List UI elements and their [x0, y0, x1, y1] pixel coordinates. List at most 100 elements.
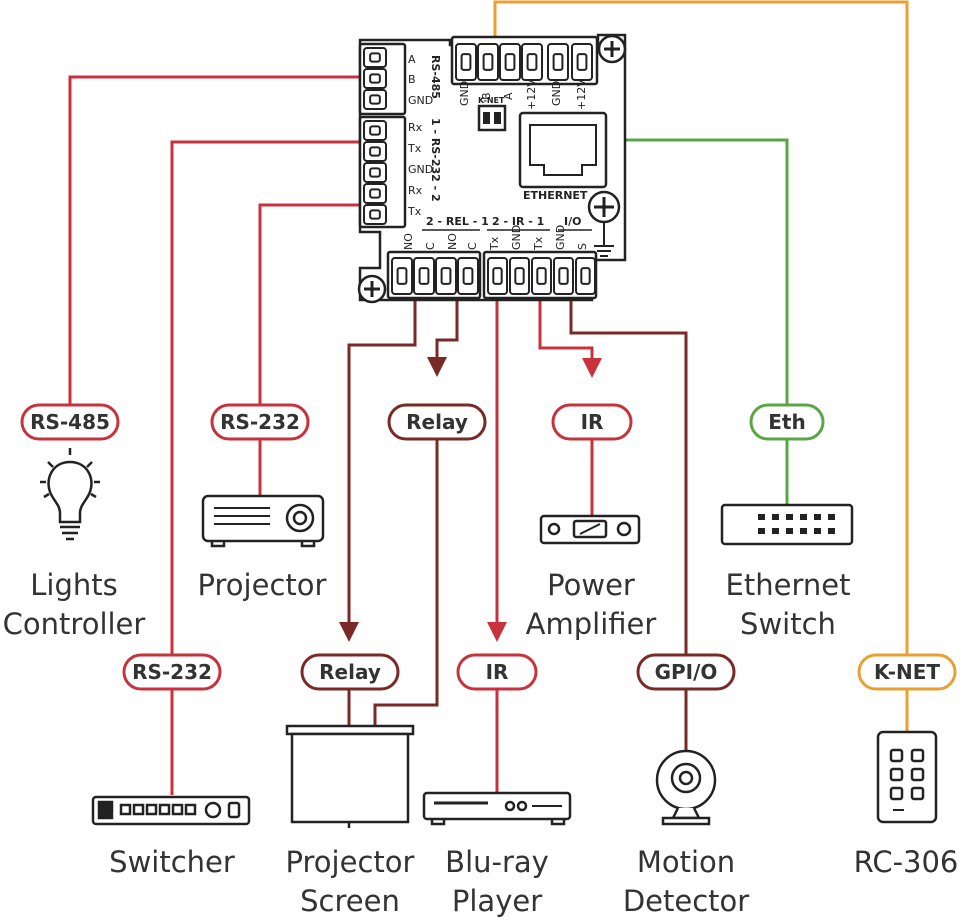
tag-label: Eth — [768, 410, 805, 434]
tag-ir-top: IR — [551, 403, 633, 441]
projector-icon — [201, 494, 325, 548]
terminal-cell — [547, 43, 569, 81]
tag-rs232-switcher: RS-232 — [122, 653, 222, 691]
pin-label: B — [480, 92, 493, 100]
pin-label: C — [424, 242, 437, 250]
terminal-cell — [531, 257, 552, 295]
arrowheads — [339, 357, 602, 642]
bluray-player-label-line1: Blu-ray — [445, 845, 549, 879]
terminal-cell — [363, 183, 387, 204]
tag-ir-bottom: IR — [456, 653, 538, 691]
pin-label: NO — [402, 233, 415, 250]
terminal-cell — [521, 43, 543, 81]
pin-label: Tx — [488, 236, 501, 251]
power-amplifier-icon — [539, 514, 641, 545]
light-bulb-icon — [40, 448, 100, 541]
rs485-label: RS-485 — [429, 55, 442, 99]
lights-controller-label-line1: Lights — [30, 568, 117, 602]
tag-pill — [636, 653, 736, 691]
tag-relay-top: Relay — [387, 403, 487, 441]
pin-label: Tx — [407, 142, 422, 155]
pin-label: A — [408, 53, 416, 66]
projector-label: Projector — [198, 568, 327, 602]
terminal-cell — [363, 89, 387, 110]
lights-controller-label-line2: Controller — [3, 607, 146, 641]
rc306-label: RC-306 — [854, 845, 959, 879]
projector-screen-icon — [285, 724, 415, 828]
tag-label: K-NET — [874, 660, 940, 684]
wire-rs485 — [68, 75, 360, 405]
pin-label: Rx — [408, 184, 423, 197]
tag-pill — [551, 403, 633, 441]
tag-pill — [300, 653, 400, 691]
io-group-label: I/O — [564, 215, 581, 228]
arrow-ir-amp — [582, 358, 602, 378]
tag-label: IR — [581, 410, 604, 434]
top-pin-labels: GND B A +12V GND +12V — [458, 79, 588, 110]
pin-label: Tx — [407, 205, 422, 218]
tag-label: RS-232 — [220, 410, 300, 434]
pin-label: C — [466, 242, 479, 250]
wire-relay-top — [435, 295, 459, 360]
terminal-cell — [575, 257, 596, 295]
ground-symbol — [594, 222, 614, 257]
knet-jumper — [477, 104, 507, 132]
wire-relay-top-down — [373, 440, 439, 728]
tag-pill — [20, 403, 120, 441]
tag-pill — [122, 653, 222, 691]
relay-group-label: 2 - REL - 1 — [426, 215, 489, 228]
ethernet-switch-icon — [720, 503, 854, 546]
tag-label: Relay — [319, 660, 381, 684]
terminal-cell — [571, 43, 593, 81]
power-amplifier-label-line1: Power — [547, 568, 635, 602]
tag-pill — [387, 403, 487, 441]
pin-label: GND — [550, 81, 563, 106]
ethernet-label: ETHERNET — [523, 189, 588, 202]
ethernet-switch-label-line2: Switch — [740, 607, 836, 641]
wire-knet — [493, 0, 909, 732]
arrow-relay-top — [427, 357, 447, 377]
wire-ir-amp — [538, 295, 594, 362]
tag-knet: K-NET — [857, 653, 957, 691]
rc306-keypad-icon — [876, 730, 938, 824]
knet-pin-label: K-NET — [478, 96, 505, 105]
power-amplifier-label-line2: Amplifier — [526, 607, 657, 641]
pin-label: GND — [408, 163, 433, 176]
bottom-group-labels: 2 - REL - 1 2 - IR - 1 I/O — [426, 215, 581, 228]
terminal-cell — [553, 257, 574, 295]
terminal-cell — [455, 43, 477, 81]
pin-label: GND — [408, 94, 433, 107]
wire-rs232-projector — [258, 203, 360, 495]
terminal-cell — [499, 43, 521, 81]
switcher-icon — [91, 795, 251, 826]
tag-label: Relay — [406, 410, 468, 434]
tag-label: RS-232 — [132, 660, 212, 684]
terminal-cell — [363, 162, 387, 183]
terminal-cell — [391, 257, 413, 295]
terminal-cell — [435, 257, 457, 295]
pin-label: S — [576, 243, 589, 250]
terminal-cell — [363, 120, 387, 141]
terminal-cell — [509, 257, 530, 295]
pin-label: A — [502, 92, 515, 100]
terminal-cell — [363, 68, 387, 89]
terminal-cells — [363, 43, 596, 295]
pin-label: +12V — [525, 79, 538, 110]
device-icons — [40, 448, 938, 828]
bluray-player-icon — [422, 791, 572, 826]
rs485-pin-labels: A B GND Rx Tx GND Rx Tx — [407, 53, 433, 218]
ethernet-switch-label-line1: Ethernet — [726, 568, 851, 602]
terminal-cell — [477, 43, 499, 81]
arrow-relay-screen — [339, 622, 359, 642]
pin-label: B — [408, 73, 416, 86]
pin-label: GND — [510, 225, 523, 250]
terminal-cell — [487, 257, 508, 295]
tag-gpio: GPI/O — [636, 653, 736, 691]
bluray-player-label-line2: Player — [452, 884, 542, 918]
terminal-cell — [363, 47, 387, 68]
tag-pill — [749, 403, 825, 441]
tag-label: IR — [486, 660, 509, 684]
